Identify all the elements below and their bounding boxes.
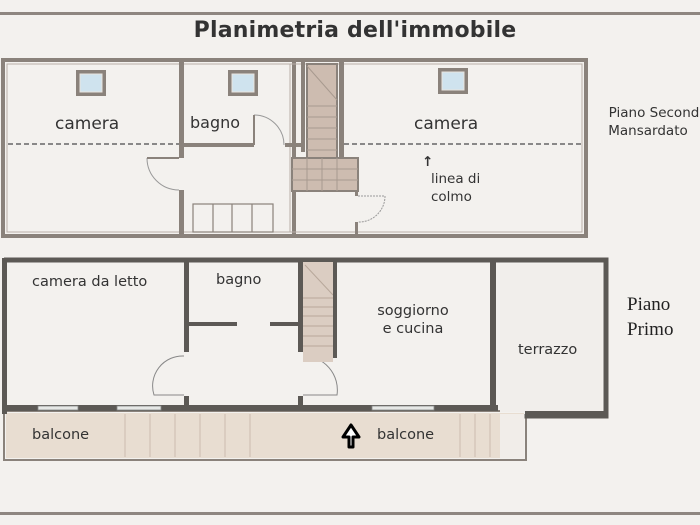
- room-label-camera-upper-right: camera: [414, 114, 479, 134]
- room-label-terrazzo: terrazzo: [518, 342, 578, 358]
- room-label-soggiorno-line2: e cucina: [382, 321, 444, 337]
- upper-floor-plan: [1, 58, 588, 238]
- floor-label-lower-line1: Piano: [627, 294, 671, 315]
- ridge-line-label-line2: colmo: [431, 189, 472, 205]
- ridge-arrow-icon: ↑: [422, 154, 434, 170]
- floor-label-upper-line2: Mansardato: [608, 123, 688, 139]
- room-label-bagno-upper: bagno: [190, 113, 241, 132]
- skylight-icon: [76, 70, 106, 96]
- skylight-icon: [438, 68, 468, 94]
- floor-label-lower-line2: Primo: [627, 319, 674, 340]
- room-label-bagno-lower: bagno: [216, 272, 262, 288]
- skylight-icon: [228, 70, 258, 96]
- floor-label-upper: Piano Second Mansardato: [594, 104, 700, 140]
- top-frame-line: [0, 12, 700, 15]
- room-label-balcone-right: balcone: [377, 427, 435, 443]
- entrance-arrow-icon: [341, 423, 361, 449]
- page-title: Planimetria dell'immobile: [193, 18, 517, 43]
- room-label-camera-da-letto: camera da letto: [32, 274, 148, 290]
- ridge-line-label: linea di colmo: [431, 170, 480, 206]
- room-label-balcone-left: balcone: [32, 427, 90, 443]
- floor-label-upper-line1: Piano Second: [608, 105, 700, 121]
- room-label-soggiorno: soggiorno e cucina: [368, 302, 458, 338]
- floor-label-lower: Piano Primo: [627, 292, 673, 342]
- bottom-frame-line: [0, 512, 700, 515]
- ridge-line-label-line1: linea di: [431, 171, 481, 187]
- room-label-camera-upper-left: camera: [55, 114, 120, 134]
- room-label-soggiorno-line1: soggiorno: [377, 303, 449, 319]
- lower-floor-plan: [2, 257, 609, 461]
